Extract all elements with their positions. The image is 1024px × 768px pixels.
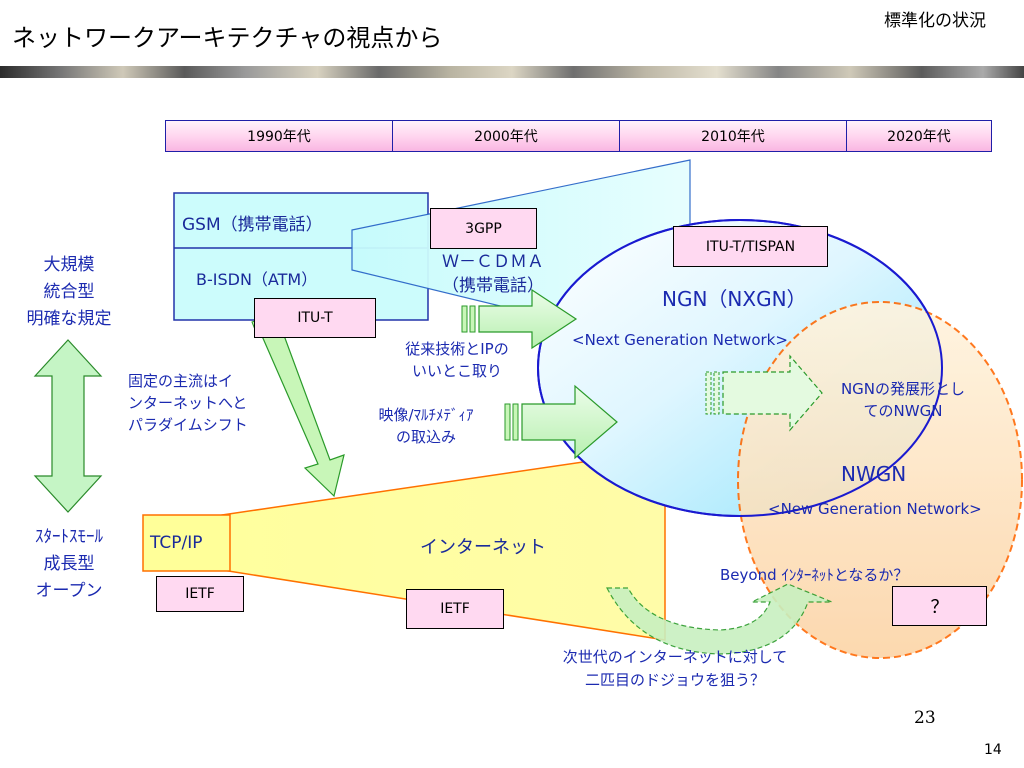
timeline-2000s: 2000年代 — [393, 121, 620, 151]
ngn-evolution-line-1: NGNの発展形とし — [840, 380, 966, 398]
ngn-evolution-label: NGNの発展形とし てのNWGN — [818, 378, 988, 422]
nwgn-title: NWGN — [841, 462, 907, 486]
ngn-evolution-arrow — [705, 354, 823, 432]
media-line-2: の取込み — [395, 428, 456, 446]
paradigm-label: 固定の主流はイ ンターネットへと パラダイムシフト — [128, 370, 268, 436]
left-top-line-1: 大規模 — [43, 255, 95, 275]
question-box: ？ — [892, 586, 987, 626]
itu-t-box: ITU-T — [254, 298, 376, 338]
media-label: 映像/ﾏﾙﾁﾒﾃﾞｨｱ の取込み — [356, 404, 496, 448]
scale-double-arrow — [33, 339, 103, 513]
next-internet-line-1: 次世代のインターネットに対して — [562, 648, 788, 666]
page-number: 14 — [984, 742, 1002, 758]
timeline-2020s: 2020年代 — [847, 121, 991, 151]
wcdma-line-1: Ｗ－ＣＤＭＡ — [442, 252, 544, 272]
next-internet-label: 次世代のインターネットに対して 二匹目のドジョウを狙う？ — [520, 646, 830, 692]
left-bottom-label: ｽﾀｰﾄｽﾓｰﾙ 成長型 オープン — [14, 524, 124, 605]
section-header: 標準化の状況 — [884, 11, 986, 31]
ngn-subtitle: <Next Generation Network> — [572, 331, 788, 349]
left-top-line-2: 統合型 — [43, 282, 95, 302]
header-band — [0, 66, 1024, 78]
bisdn-label: B-ISDN（ATM） — [196, 270, 318, 289]
timeline-1990s: 1990年代 — [166, 121, 393, 151]
legacy-ip-label: 従来技術とIPの いいとこ取り — [392, 338, 522, 382]
legacy-ip-line-1: 従来技術とIPの — [405, 340, 509, 358]
media-line-1: 映像/ﾏﾙﾁﾒﾃﾞｨｱ — [378, 406, 474, 424]
left-top-line-3: 明確な規定 — [26, 309, 112, 329]
wcdma-label: Ｗ－ＣＤＭＡ （携帯電話） — [428, 250, 558, 298]
timeline-2010s: 2010年代 — [620, 121, 847, 151]
ietf-box-center: IETF — [406, 589, 504, 629]
tcpip-box — [142, 514, 231, 572]
itu-tispan-box: ITU-T/TISPAN — [673, 226, 828, 267]
left-bottom-line-1: ｽﾀｰﾄｽﾓｰﾙ — [35, 527, 103, 547]
nwgn-subtitle: <New Generation Network> — [768, 500, 982, 518]
paradigm-line-2: ンターネットへと — [128, 394, 248, 412]
timeline: 1990年代 2000年代 2010年代 2020年代 — [165, 120, 992, 152]
beyond-label: Beyond ｲﾝﾀｰﾈｯﾄとなるか？ — [720, 566, 909, 584]
wcdma-line-2: （携帯電話） — [442, 276, 544, 296]
legacy-ip-arrow — [461, 288, 578, 350]
left-top-label: 大規模 統合型 明確な規定 — [14, 252, 124, 333]
gsm-label: GSM（携帯電話） — [182, 215, 323, 235]
next-internet-line-2: 二匹目のドジョウを狙う？ — [584, 671, 765, 689]
media-arrow — [504, 384, 618, 460]
left-bottom-line-2: 成長型 — [43, 554, 95, 574]
tcpip-label: TCP/IP — [150, 533, 203, 553]
page-title: ネットワークアーキテクチャの視点から — [12, 24, 443, 52]
left-bottom-line-3: オープン — [35, 581, 103, 601]
internet-label: インターネット — [420, 537, 546, 558]
slide-number: 23 — [914, 708, 936, 728]
ngn-title: NGN（NXGN） — [662, 287, 807, 311]
ietf-box-left: IETF — [156, 576, 244, 612]
paradigm-line-1: 固定の主流はイ — [128, 372, 234, 390]
paradigm-line-3: パラダイムシフト — [128, 416, 248, 434]
ngn-evolution-line-2: てのNWGN — [863, 402, 943, 420]
beyond-curved-arrow — [606, 583, 833, 655]
legacy-ip-line-2: いいとこ取り — [411, 362, 502, 380]
3gpp-box: 3GPP — [430, 208, 537, 249]
